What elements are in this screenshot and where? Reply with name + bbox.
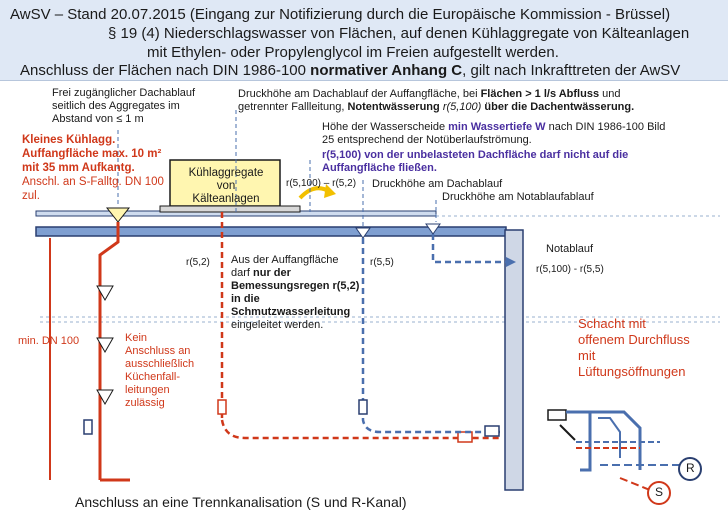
header: AwSV – Stand 20.07.2015 (Eingang zur Not… [0, 0, 728, 81]
cleanout-left [83, 419, 93, 435]
min-dn-label: min. DN 100 [18, 335, 80, 347]
r52-label: r(5,2) [186, 257, 210, 268]
red-fitting [457, 431, 473, 443]
cleanout-blue [358, 399, 368, 415]
header-line-4: Anschluss der Flächen nach DIN 1986-100 … [20, 62, 681, 79]
header-line-2: § 19 (4) Niederschlagswasser von Flächen… [108, 25, 690, 42]
manhole-cover [547, 409, 567, 421]
r-label: R [686, 461, 695, 475]
emergency-drain-label: Notablauf [546, 243, 594, 255]
no-kitchen-note: Kein Anschluss an ausschließlich Küchenf… [125, 332, 195, 409]
pressure-roof-drain-label: Druckhöhe am Dachablauf [372, 178, 503, 190]
r-formula-label: r(5,100) – r(5,2) [286, 178, 357, 189]
header-line-1: AwSV – Stand 20.07.2015 (Eingang zur Not… [10, 6, 671, 23]
manhole-inner [598, 417, 621, 458]
blue-fitting [484, 425, 500, 437]
collecting-area-note: Aus der Auffangfläche darf nur der Bemes… [231, 254, 360, 331]
sewer-line-s [619, 477, 651, 491]
funnel-2 [96, 337, 114, 354]
parapet-wall [504, 229, 524, 491]
pressure-note: Druckhöhe am Dachablauf der Auffangfläch… [238, 88, 635, 113]
funnel-1 [96, 285, 114, 302]
emergency-drain-funnel [425, 223, 441, 235]
vent-pipe [559, 424, 576, 441]
pressure-emergency-drain-label: Druckhöhe am Notablaufablauf [442, 191, 594, 203]
funnel-3 [96, 389, 114, 406]
header-line-3: mit Ethylen- oder Propylenglycol im Frei… [147, 44, 559, 61]
s-label: S [655, 485, 664, 499]
blue-dashed-stack [361, 238, 500, 434]
rain-sewer-circle [678, 457, 702, 481]
manhole-note: Schacht mit offenem Durchfluss mit Lüftu… [578, 316, 690, 379]
emergency-drain-formula: r(5,100) - r(5,5) [536, 264, 604, 275]
runoff-note: r(5,100) von der unbelasteten Dachfläche… [322, 149, 629, 174]
cleanout-mid [217, 399, 227, 415]
foul-sewer-circle [647, 481, 671, 505]
collecting-tray [159, 205, 301, 213]
r55-label: r(5,5) [370, 257, 394, 268]
small-unit-funnel [105, 207, 131, 223]
flow-arrow-head [324, 184, 336, 198]
footer-caption: Anschluss an eine Trennkanalisation (S u… [75, 494, 407, 510]
red-stack-left [98, 222, 120, 480]
dachablauf-note: Frei zugänglicher Dachablauf seitlich de… [52, 87, 196, 125]
emergency-drain-pipe [431, 234, 508, 264]
small-unit-note: Kleines Kühlagg. Auffangfläche max. 10 m… [22, 134, 164, 202]
watershed-note: Höhe der Wasserscheide min Wassertiefe W… [322, 121, 666, 146]
emergency-arrow [506, 257, 516, 267]
roof-drain-funnel [355, 227, 371, 239]
cooling-unit-label: Kühlaggregate von Kälteanlagen [188, 167, 264, 205]
red-dashed-collector [220, 419, 500, 440]
